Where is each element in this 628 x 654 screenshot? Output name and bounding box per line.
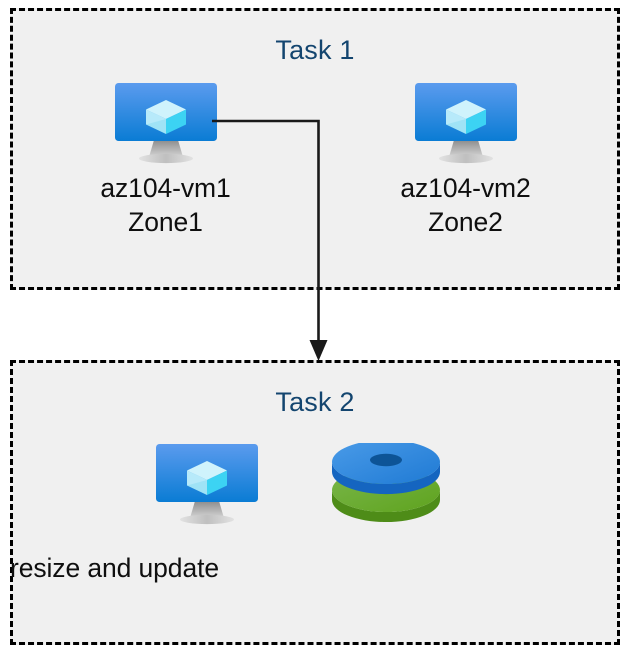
azure-vm-icon: azure-vm-icon bbox=[156, 444, 258, 525]
vm-node-resized: azure-vm-icon bbox=[155, 443, 259, 527]
vm-label-az104-vm1: az104-vm1 Zone1 bbox=[100, 173, 231, 237]
vm-node-az104-vm1: az104-vm1 Zone1 bbox=[58, 82, 273, 240]
task-2-container: Task 2 bbox=[10, 360, 620, 645]
vm-label-az104-vm2: az104-vm2 Zone2 bbox=[400, 173, 531, 237]
azure-managed-disks-icon: azure-disks-icon bbox=[332, 443, 440, 522]
task-2-caption: resize and update bbox=[10, 553, 219, 583]
task-2-title: Task 2 bbox=[275, 387, 355, 417]
azure-vm-icon bbox=[114, 83, 217, 164]
vm-node-az104-vm2: az104-vm2 Zone2 bbox=[358, 82, 573, 240]
task-1-title: Task 1 bbox=[275, 35, 355, 65]
azure-vm-icon bbox=[414, 83, 517, 164]
arrowhead-down-icon bbox=[309, 340, 328, 361]
